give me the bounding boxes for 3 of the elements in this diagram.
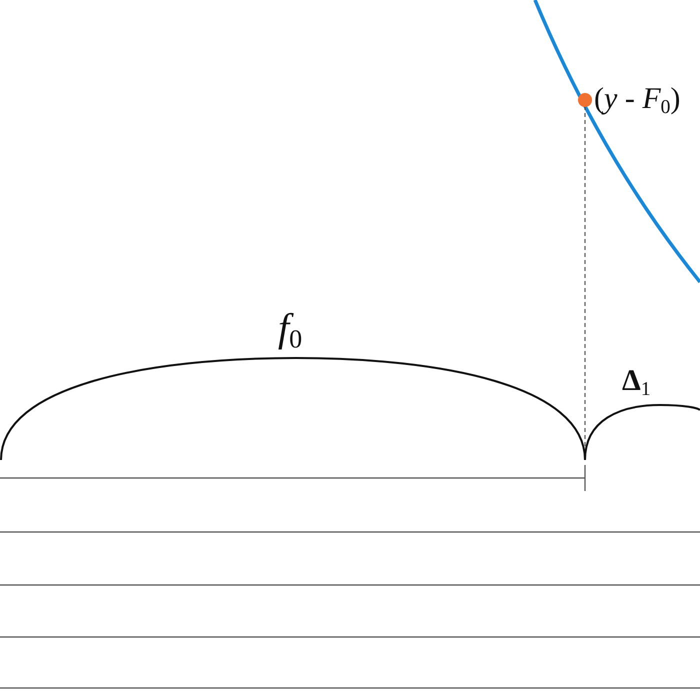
brace-label: f$_{0}$ bbox=[278, 308, 302, 352]
brace-label: Δ$_{1}$ bbox=[622, 366, 651, 400]
point-label: (y - F$_{0}$) bbox=[594, 84, 680, 118]
